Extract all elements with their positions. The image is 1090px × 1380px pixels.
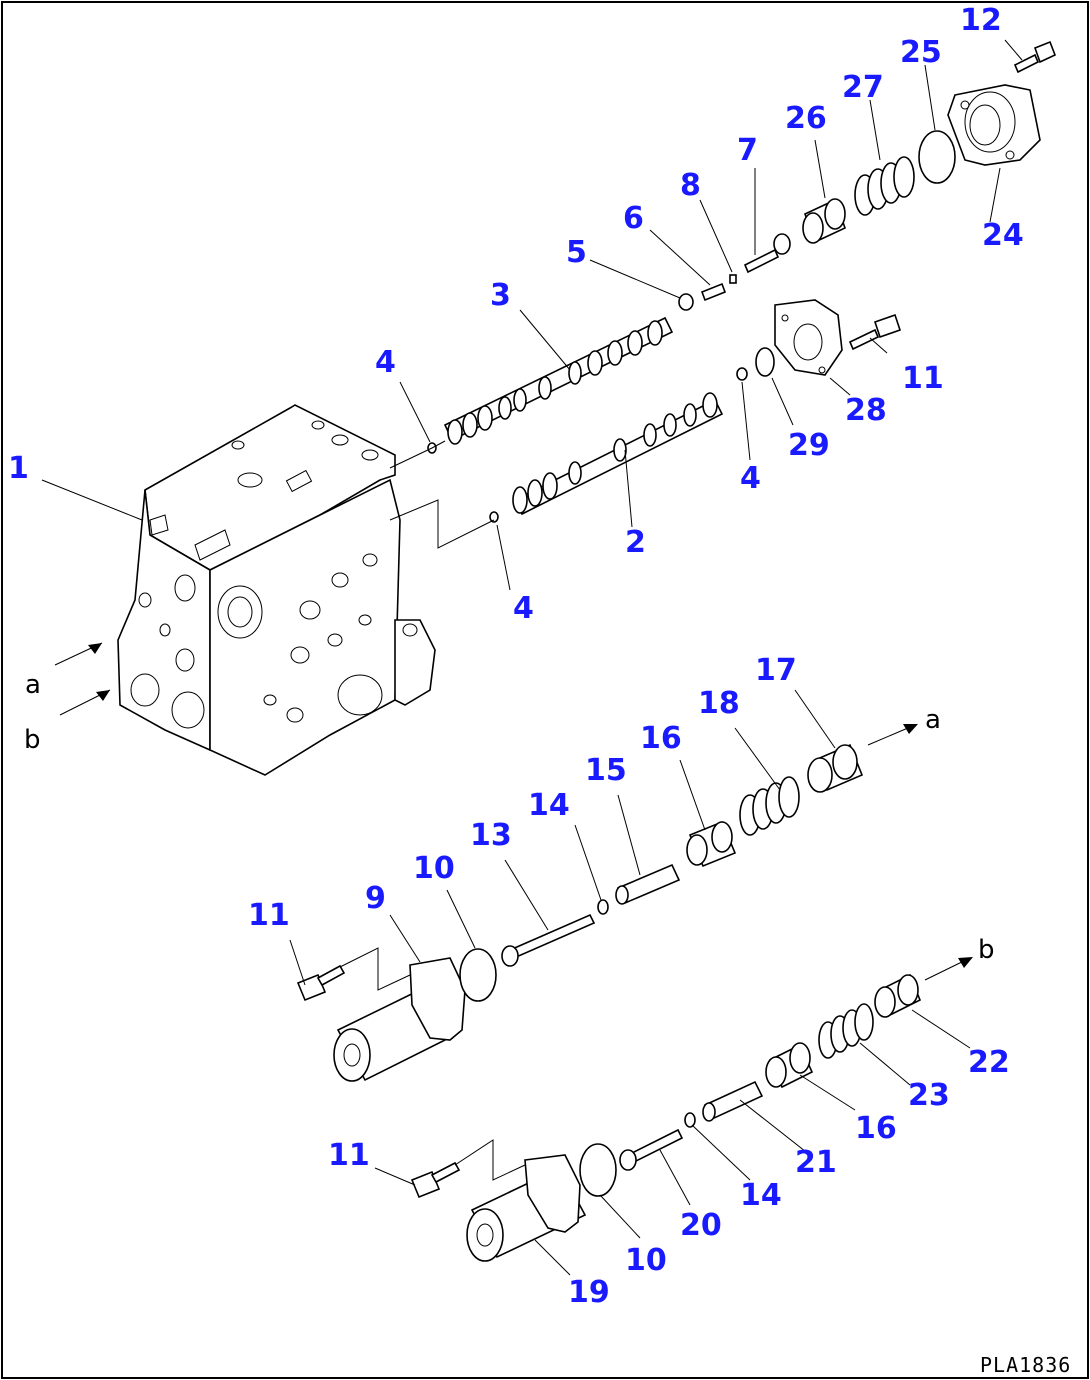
part-17 — [807, 743, 864, 793]
callout: 29 — [788, 428, 830, 463]
part-24 — [947, 84, 1041, 166]
callout: 5 — [566, 235, 587, 270]
callout: 16 — [640, 721, 682, 756]
callout: 6 — [623, 201, 644, 236]
callout: 14 — [528, 788, 570, 823]
port-label-a-out: a — [925, 705, 941, 735]
part-27 — [854, 156, 915, 216]
callout: 25 — [900, 35, 942, 70]
callout: 26 — [785, 101, 827, 136]
callout: 12 — [960, 3, 1002, 38]
part-6 — [700, 282, 727, 302]
callout: 11 — [902, 361, 944, 396]
port-label-a-in: a — [25, 670, 41, 700]
callout: 3 — [490, 278, 511, 313]
spool-lower — [512, 392, 724, 516]
callout: 9 — [365, 881, 386, 916]
callout: 27 — [842, 70, 884, 105]
callout: 19 — [568, 1275, 610, 1310]
part-26 — [802, 198, 846, 244]
part-22 — [874, 973, 922, 1018]
callout: 11 — [248, 898, 290, 933]
callout: 4 — [375, 345, 396, 380]
part-12 — [1013, 40, 1057, 74]
callout: 16 — [855, 1111, 897, 1146]
part-14-lower — [684, 1112, 696, 1128]
callout: 11 — [328, 1138, 370, 1173]
part-8 — [729, 274, 737, 284]
callout: 20 — [680, 1208, 722, 1243]
plug-4-c — [736, 367, 748, 381]
part-18 — [739, 776, 800, 836]
part-11-lower — [410, 1161, 461, 1199]
callout: 28 — [845, 393, 887, 428]
callout: 4 — [513, 591, 534, 626]
part-5 — [678, 293, 694, 311]
callout-labels: 1 2 3 4 4 4 5 6 7 8 9 10 10 11 11 11 12 … — [8, 3, 1024, 1310]
part-16-lower — [765, 1042, 814, 1089]
callout: 4 — [740, 461, 761, 496]
callout: 8 — [680, 168, 701, 203]
callout: 10 — [625, 1243, 667, 1278]
valve-body — [117, 404, 436, 776]
part-29 — [755, 347, 775, 377]
callout: 10 — [413, 851, 455, 886]
callout: 15 — [585, 753, 627, 788]
part-25 — [918, 130, 956, 184]
part-16-upper — [686, 820, 737, 868]
port-arrows — [54, 642, 973, 981]
callout: 2 — [625, 525, 646, 560]
part-7 — [743, 233, 791, 274]
callout: 22 — [968, 1045, 1010, 1080]
part-11-middle — [296, 964, 346, 1002]
leader-lines — [41, 39, 1023, 1276]
callout: 1 — [8, 451, 29, 486]
part-21 — [702, 1080, 764, 1122]
part-20 — [619, 1128, 684, 1171]
callout: 21 — [795, 1145, 837, 1180]
part-10-lower — [579, 1143, 617, 1197]
callout: 13 — [470, 818, 512, 853]
drawing-code: PLA1836 — [980, 1353, 1071, 1377]
part-19 — [466, 1154, 587, 1262]
callout: 24 — [982, 218, 1024, 253]
part-13 — [501, 913, 596, 967]
plug-4-b — [489, 511, 499, 523]
center-lines — [339, 440, 526, 1181]
spool-upper — [443, 316, 674, 445]
callout: 7 — [737, 133, 758, 168]
part-28 — [774, 299, 843, 376]
callout: 17 — [755, 653, 797, 688]
part-14-upper — [597, 899, 609, 915]
part-9 — [333, 957, 466, 1082]
part-23 — [818, 1003, 874, 1059]
part-15 — [615, 863, 681, 905]
part-11-upper — [848, 313, 902, 351]
callout: 23 — [908, 1078, 950, 1113]
port-label-b-out: b — [978, 935, 995, 965]
port-label-b-in: b — [24, 725, 41, 755]
callout: 14 — [740, 1178, 782, 1213]
part-10-upper — [459, 948, 497, 1002]
callout: 18 — [698, 686, 740, 721]
